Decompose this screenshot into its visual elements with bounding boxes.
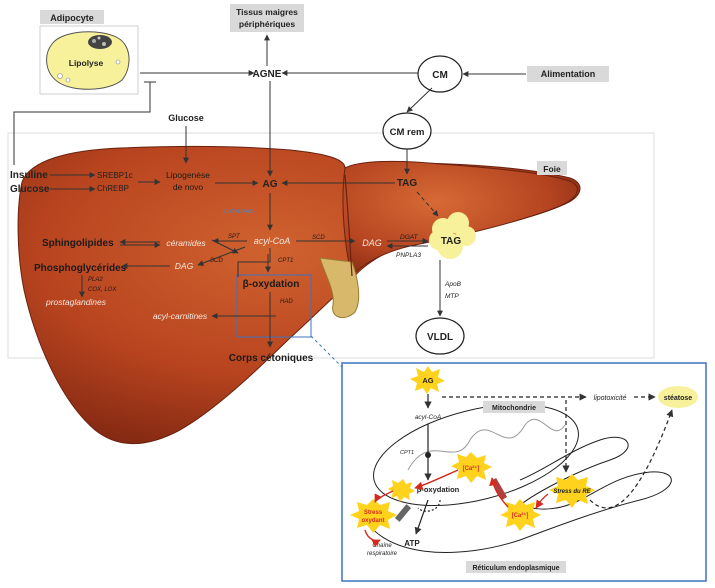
inset-stress-re-burst xyxy=(549,474,595,508)
vldl-node xyxy=(415,317,465,355)
scd-right-label: SCD xyxy=(312,235,325,241)
liver-panel xyxy=(7,132,655,359)
glucose-top-label: Glucose xyxy=(168,113,204,123)
had-label: HAD xyxy=(280,299,293,305)
lipolyse-label: Lipolyse xyxy=(69,58,104,68)
agne-label: AGNE xyxy=(253,69,282,80)
alimentation-box xyxy=(527,66,609,82)
adipocyte-nucleus xyxy=(88,35,112,49)
reticulum-shape xyxy=(359,436,672,553)
insuline-label: Insuline xyxy=(10,170,48,181)
inset-panel: Mitochondrie Réticulum endoplasmique AG … xyxy=(341,362,707,582)
lipogenese-line1: Lipogenèse xyxy=(166,170,210,180)
inset-lipotox-label: lipotoxicité xyxy=(594,395,627,402)
foie-label: Foie xyxy=(543,164,561,174)
inset-atp-label: ATP xyxy=(404,539,420,548)
inset-ca-right-label: [Ca²⁺] xyxy=(512,512,529,519)
inset-beta-ox-burst xyxy=(388,479,415,502)
ag-label: AG xyxy=(263,179,278,190)
tag-top-label: TAG xyxy=(397,178,418,189)
alimentation-label: Alimentation xyxy=(541,69,596,79)
mitochondrion-shape xyxy=(373,403,579,507)
cm-label: CM xyxy=(432,70,448,81)
tissus-label-line2: périphériques xyxy=(239,19,295,29)
mtp-label: MTP xyxy=(445,293,459,300)
inset-beta-ox-label: β-oxydation xyxy=(417,485,460,494)
beta-ox-box xyxy=(236,274,312,338)
elovl-label: ELOVL/FAS xyxy=(223,209,253,215)
pla2-label: PLA2 xyxy=(88,277,103,283)
adipocyte-label-box xyxy=(40,10,104,24)
tag-droplet-label: TAG xyxy=(441,236,462,247)
sphingolipides-label: Sphingolipides xyxy=(42,238,114,249)
inset-ca-left-label: [Ca²⁺] xyxy=(463,465,480,472)
corps-cetoniques-label: Corps cétoniques xyxy=(229,353,314,364)
spt-label: SPT xyxy=(228,234,241,240)
inset-stress-ox-line2: oxydant xyxy=(361,518,384,524)
inset-chaine-line1: Chaîne xyxy=(372,543,392,549)
tissus-label-line1: Tissus maigres xyxy=(236,7,298,17)
acylcarnitines-label: acyl-carnitines xyxy=(153,311,208,321)
ceramides-label: céramides xyxy=(166,238,206,248)
acylcoa-label: acyl-CoA xyxy=(254,236,291,246)
prostaglandines-label: prostaglandines xyxy=(45,297,107,307)
cm-node xyxy=(417,55,463,93)
apob-label: ApoB xyxy=(444,281,462,288)
tissus-label-box xyxy=(230,4,304,32)
inset-steatose-node xyxy=(658,386,698,408)
inset-acylcoa-label: acyl-CoA xyxy=(415,414,441,421)
scd-left-label: SCD xyxy=(210,258,223,264)
inset-reticulum-label-box xyxy=(466,561,566,573)
pathway-arrows xyxy=(13,34,526,369)
inset-ca-right-burst xyxy=(500,499,541,531)
srebp1c-label: SREBP1c xyxy=(97,171,133,180)
inset-mito-label: Mitochondrie xyxy=(492,405,536,412)
tag-droplet xyxy=(429,212,476,259)
phospho-label: Phosphoglycérides xyxy=(34,263,127,274)
foie-label-box xyxy=(537,161,567,175)
inset-chaine-line2: respiratoire xyxy=(367,551,398,557)
vldl-label: VLDL xyxy=(427,332,453,343)
pnpla3-label: PNPLA3 xyxy=(396,252,421,259)
inset-reticulum-label: Réticulum endoplasmique xyxy=(472,565,559,572)
inset-ag-label: AG xyxy=(422,376,433,385)
cpt1-label: CPT1 xyxy=(278,258,293,264)
inset-stress-ox-burst xyxy=(350,499,397,533)
dag-right-label: DAG xyxy=(362,238,382,248)
inset-cpt1-label: CPT1 xyxy=(400,450,414,456)
mitochondrion-cristae xyxy=(407,418,566,471)
beta-ox-label: β-oxydation xyxy=(243,279,300,290)
dgat-label: DGAT xyxy=(400,234,419,241)
cox-lox-label: COX, LOX xyxy=(88,287,117,293)
lipogenese-line2: de novo xyxy=(173,182,204,192)
inset-ag-burst xyxy=(410,366,445,394)
inset-steatose-label: stéatose xyxy=(664,395,693,402)
inset-ca-left-burst xyxy=(451,452,492,483)
chrebp-label: ChREBP xyxy=(97,184,129,193)
inset-stress-ox-line1: Stress xyxy=(364,510,383,516)
inset-stress-re-label: Stress du RE xyxy=(553,489,591,495)
channel-bottom xyxy=(394,504,412,522)
adipocyte-label: Adipocyte xyxy=(50,13,94,23)
dag-left-label: DAG xyxy=(175,261,194,271)
glucose-left-label: Glucose xyxy=(10,184,50,195)
inset-mito-label-box xyxy=(483,401,545,413)
cm-rem-label: CM rem xyxy=(390,127,425,138)
